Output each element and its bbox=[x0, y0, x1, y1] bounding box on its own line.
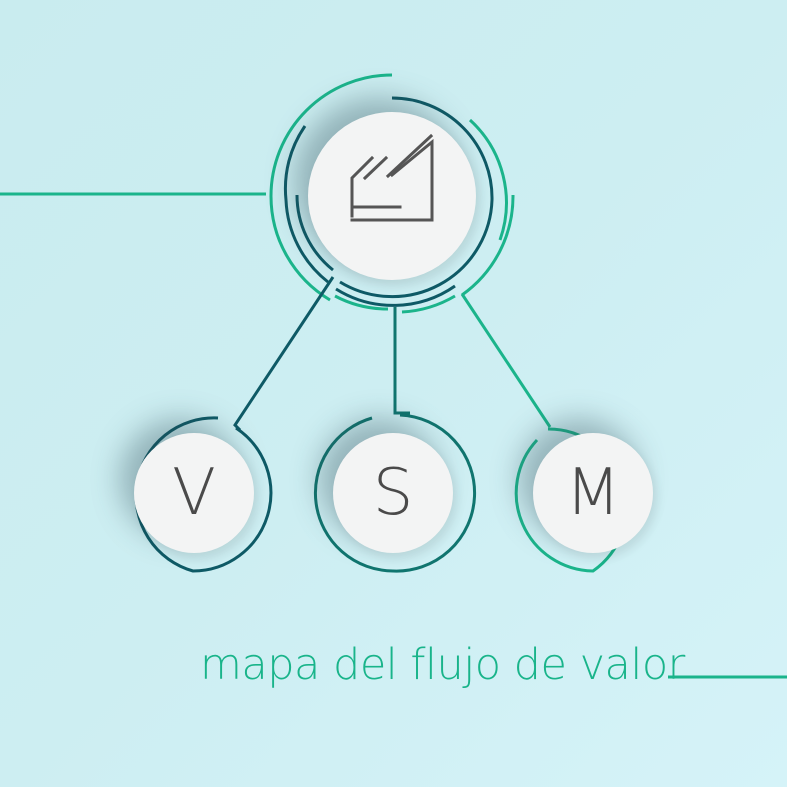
connector-v bbox=[233, 276, 335, 432]
tagline: mapa del flujo de valor bbox=[200, 640, 685, 690]
factory-icon bbox=[350, 133, 434, 222]
node-v-letter: V bbox=[172, 456, 216, 530]
node-m-letter: M bbox=[565, 456, 621, 530]
connector-m bbox=[460, 293, 552, 428]
node-s[interactable]: S bbox=[333, 433, 453, 553]
main-node[interactable] bbox=[308, 112, 476, 280]
ring-s bbox=[313, 413, 476, 573]
node-s-letter: S bbox=[372, 456, 414, 530]
node-v[interactable]: V bbox=[134, 433, 254, 553]
main-rings bbox=[269, 73, 515, 314]
node-m[interactable]: M bbox=[533, 433, 653, 553]
ring-v bbox=[134, 416, 273, 573]
connector-s bbox=[393, 307, 410, 415]
